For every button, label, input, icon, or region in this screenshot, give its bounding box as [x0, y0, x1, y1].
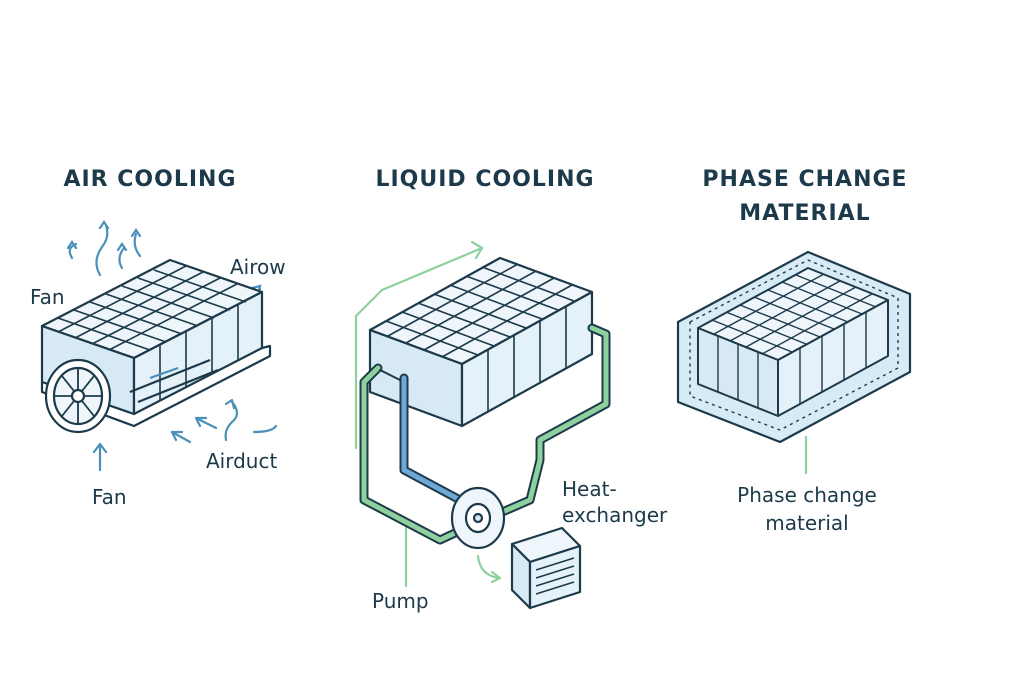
- heat-exchanger-label-line1: Heat-: [562, 477, 617, 501]
- airduct-label: Airduct: [206, 449, 278, 473]
- pump-icon: [450, 486, 506, 550]
- liquid-battery-pack: [368, 256, 594, 428]
- fan-icon: [44, 358, 112, 434]
- coolant-flow-arrow: [354, 240, 502, 588]
- fan-label-top: Fan: [30, 285, 65, 309]
- liquid-cooling-title: LIQUID COOLING: [375, 167, 595, 192]
- pcm-battery-pack: [697, 267, 889, 417]
- pump-label: Pump: [372, 589, 429, 613]
- heat-exchanger-label-line2: exchanger: [562, 503, 668, 527]
- fan-label-bottom: Fan: [92, 485, 127, 509]
- phase-change-title-line1: PHASE CHANGE: [702, 167, 908, 192]
- pcm-label-line2: material: [765, 511, 849, 535]
- pcm-label-line1: Phase change: [737, 483, 877, 507]
- airflow-arrows-bottom: [92, 398, 278, 472]
- airflow-label: Airow: [230, 255, 286, 279]
- air-cooling-title: AIR COOLING: [63, 167, 237, 192]
- coolant-loop-pipe: [359, 323, 611, 545]
- air-duct-tray: [40, 344, 272, 428]
- heat-exchanger-icon: [510, 526, 582, 610]
- phase-change-title-line2: MATERIAL: [739, 201, 871, 226]
